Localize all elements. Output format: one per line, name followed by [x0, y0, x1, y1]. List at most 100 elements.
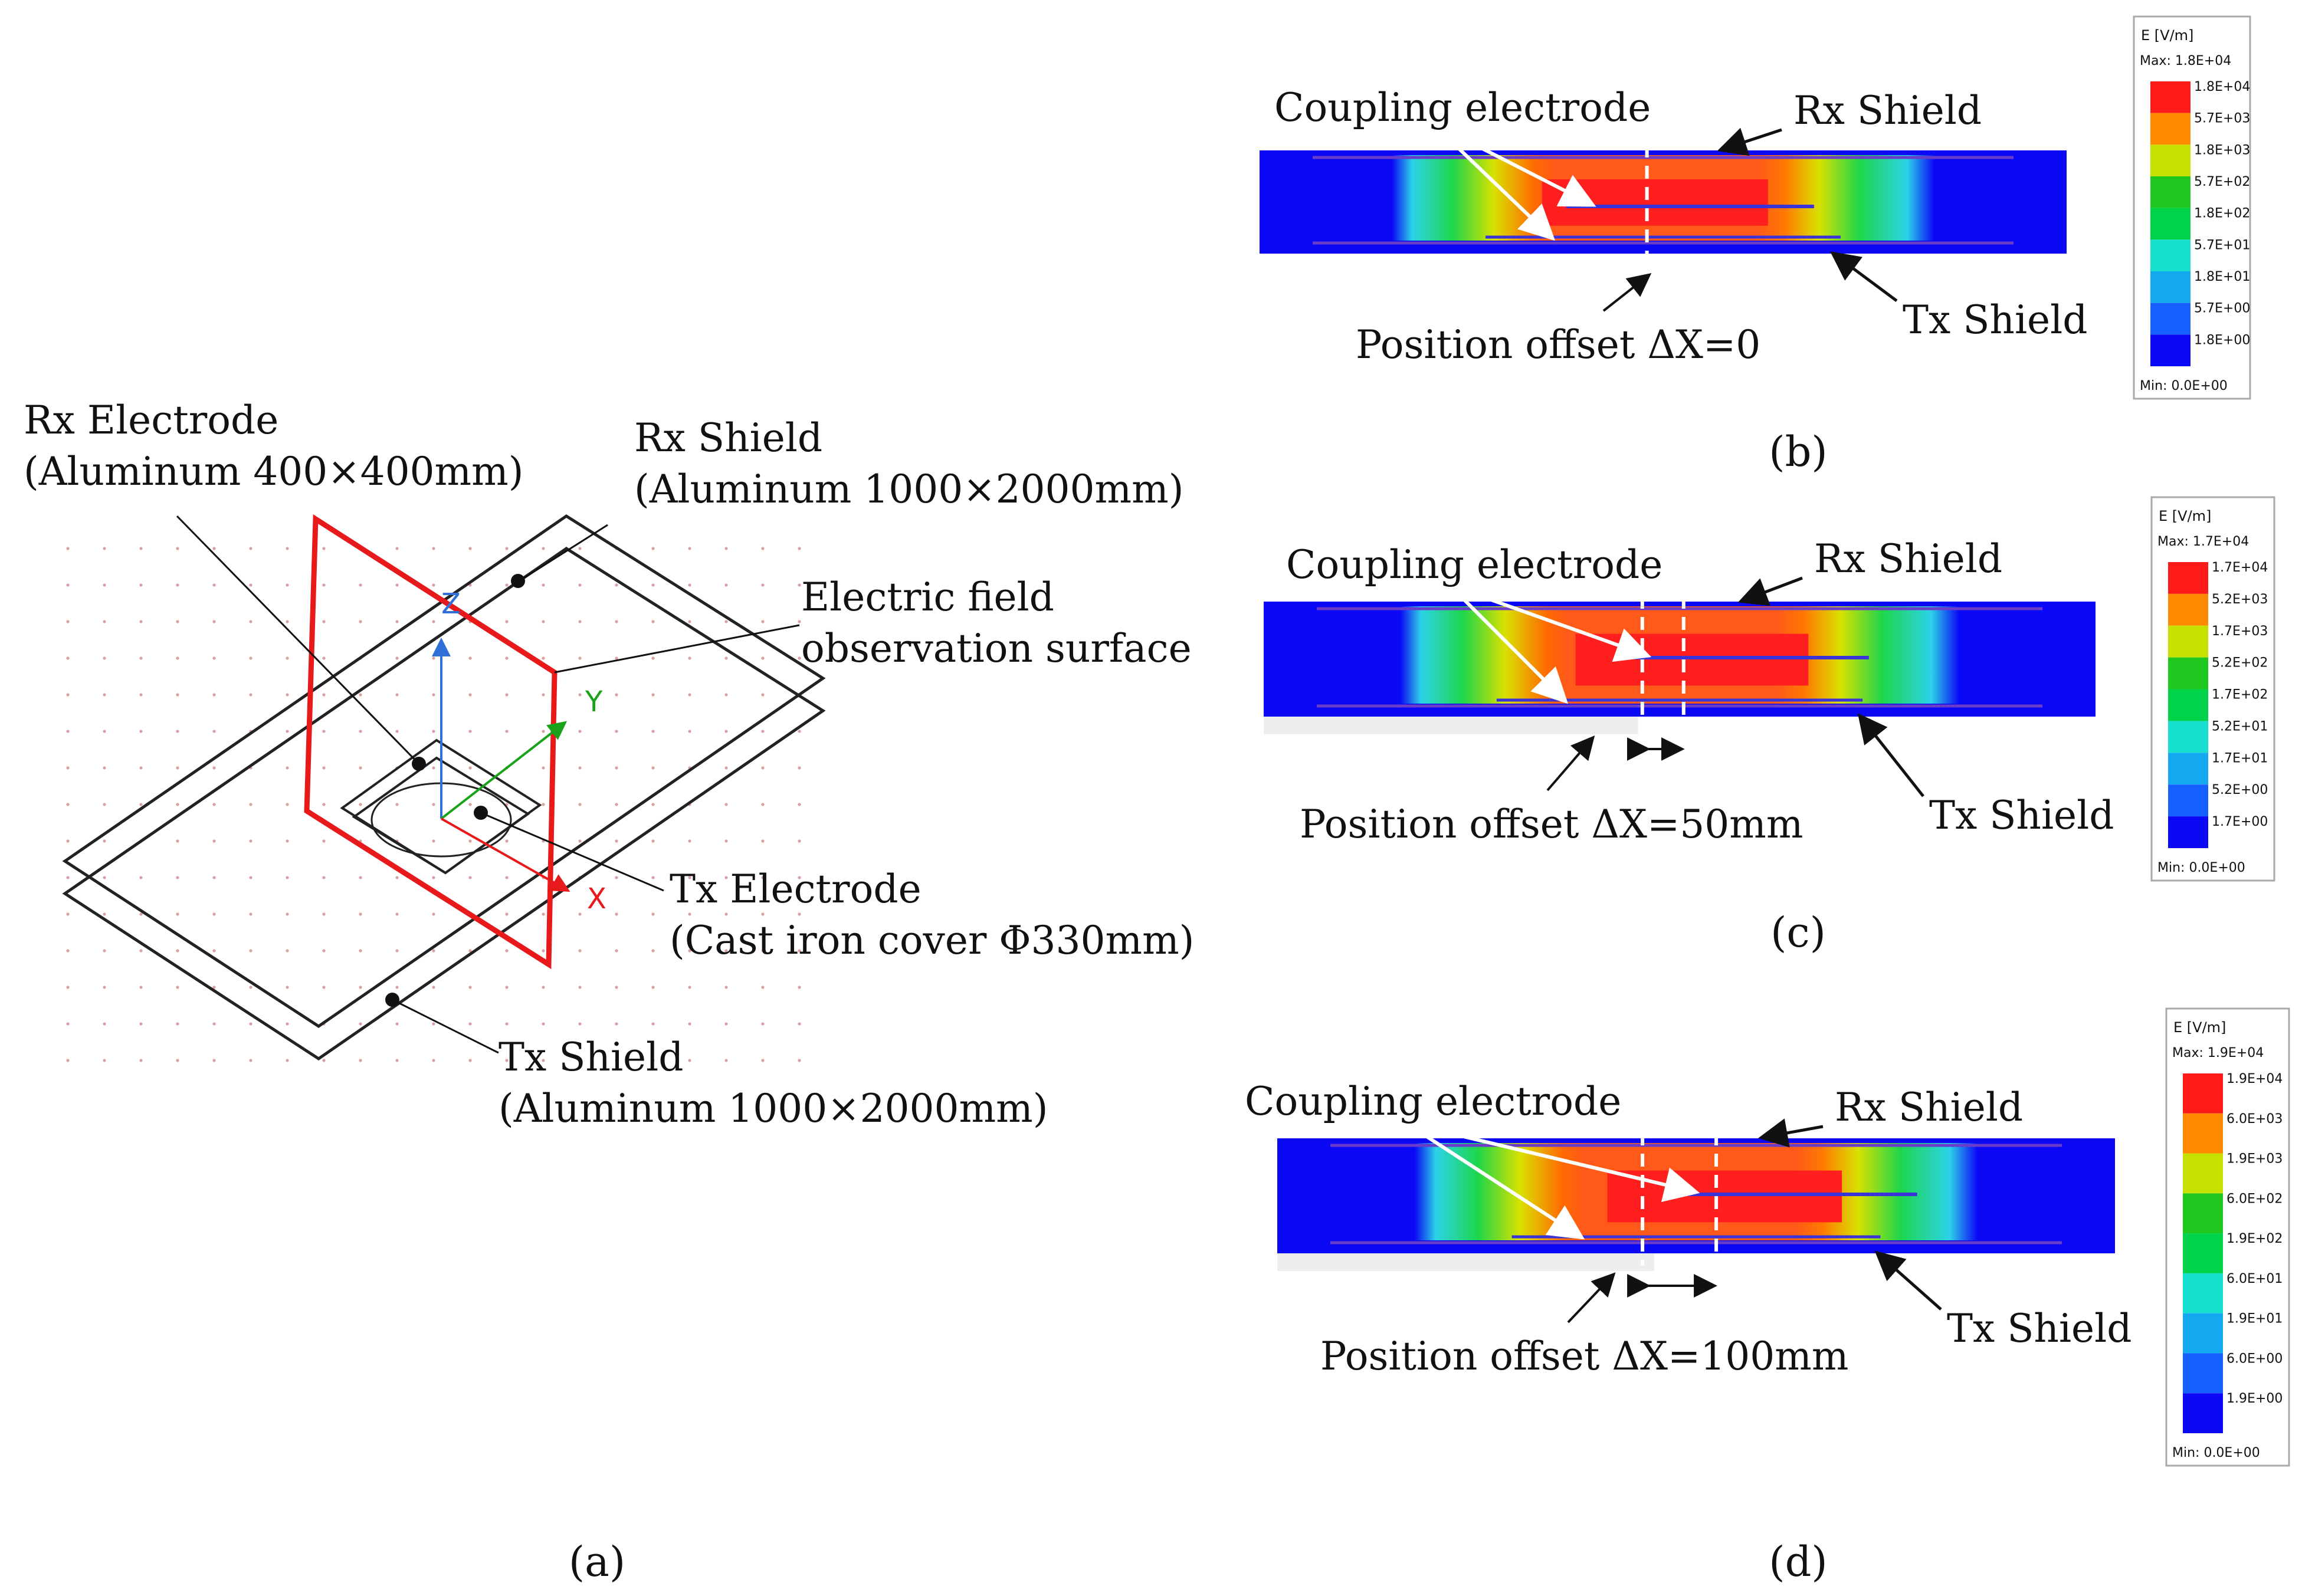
legend-value: 5.2E+00	[2212, 783, 2268, 797]
legend-max: Max: 1.8E+04	[2140, 54, 2231, 68]
tx-shield-label: Tx Shield	[1903, 297, 2087, 343]
legend-swatch	[2183, 1393, 2223, 1433]
caption-b: (b)	[1769, 428, 1827, 476]
tx-shield-label: Tx Shield	[1929, 793, 2114, 838]
legend-value: 5.7E+01	[2194, 238, 2250, 252]
legend-value: 1.8E+03	[2194, 143, 2250, 157]
legend-swatch	[2168, 816, 2208, 848]
legend-swatch	[2183, 1113, 2223, 1154]
legend-swatch	[2168, 593, 2208, 626]
rx-shield-label: Rx Shield	[1793, 88, 1982, 133]
legend-swatch	[2183, 1153, 2223, 1194]
legend-title: E [V/m]	[2173, 1019, 2226, 1036]
legend-swatch	[2168, 721, 2208, 753]
background-dot-grid	[66, 547, 801, 1062]
axis-x-label: X	[587, 882, 606, 915]
legend-swatch	[2150, 334, 2190, 366]
legend-max: Max: 1.9E+04	[2172, 1046, 2264, 1060]
caption-c: (c)	[1770, 908, 1826, 957]
panel-a-leaders	[176, 515, 800, 1054]
offset-leader-arrow	[1602, 273, 1652, 312]
field-hot-core	[1542, 179, 1768, 226]
field-bottom-strip	[1260, 243, 2067, 254]
rx-electrode-label: Rx Electrode (Aluminum 400×400mm)	[24, 398, 523, 494]
axis-y-arrow	[440, 721, 568, 820]
legend-swatch	[2150, 303, 2190, 335]
legend-value: 1.9E+03	[2226, 1152, 2283, 1167]
legend-swatch	[2168, 657, 2208, 689]
legend-swatch	[2150, 271, 2190, 303]
legend-value: 5.7E+02	[2194, 175, 2250, 189]
rx-shield-sheet	[62, 514, 826, 1029]
legend-min: Min: 0.0E+00	[2157, 861, 2245, 875]
legend-value: 5.2E+03	[2212, 592, 2268, 607]
legend-swatch	[2150, 145, 2190, 176]
caption-d: (d)	[1769, 1538, 1827, 1586]
coupling-arrow-rx	[1462, 588, 1652, 662]
panel-a-3d-model: Z Y X Rx Electrode (Aluminum 400×400mm) …	[24, 398, 1194, 1586]
rx-shield-label: Rx Shield	[1835, 1085, 2023, 1130]
offset-leader-arrow	[1567, 1272, 1616, 1324]
legend-title: E [V/m]	[2159, 508, 2211, 524]
legend-max: Max: 1.7E+04	[2157, 534, 2249, 549]
legend-value: 6.0E+03	[2226, 1112, 2283, 1127]
legend-swatch	[2150, 81, 2190, 113]
legend-swatch	[2183, 1313, 2223, 1354]
rx-electrode-marker	[412, 757, 426, 771]
legend-swatch	[2168, 689, 2208, 721]
coupling-arrow-rx	[1450, 131, 1596, 207]
tx-shield-arrow	[1857, 713, 1924, 797]
legend-value: 1.7E+04	[2212, 560, 2268, 575]
legend-swatch	[2168, 753, 2208, 785]
legend-swatch	[2150, 208, 2190, 240]
rx-shield-arrow	[1737, 576, 1803, 606]
legend-swatch	[2168, 784, 2208, 817]
coupling-arrow-tx	[1444, 134, 1556, 241]
field-bottom-strip	[1277, 1243, 2115, 1253]
tx-shield-sheet	[62, 547, 826, 1061]
legend-value: 1.7E+01	[2212, 751, 2268, 766]
legend-swatch	[2168, 625, 2208, 658]
coupling-arrow-tx	[1455, 591, 1569, 704]
observation-surface	[304, 514, 558, 970]
legend-value: 1.8E+04	[2194, 80, 2250, 94]
legend-value: 5.7E+03	[2194, 111, 2250, 126]
legend-swatch	[2183, 1193, 2223, 1234]
coupling-electrode-label: Coupling electrode	[1245, 1079, 1621, 1124]
tx-shield-arrow	[1829, 251, 1898, 303]
rx-shield-label: Rx Shield	[1814, 536, 2002, 582]
position-offset-label: Position offset ΔX=0	[1356, 322, 1760, 367]
coupling-electrode-label: Coupling electrode	[1274, 85, 1651, 130]
legend-value: 1.9E+00	[2226, 1391, 2283, 1406]
observation-surface-label: Electric field observation surface	[801, 574, 1192, 671]
legend-value: 1.9E+04	[2226, 1072, 2283, 1086]
axis-y-label: Y	[585, 685, 603, 718]
field-underlay	[1277, 1253, 1654, 1271]
axis-x-arrow	[441, 817, 570, 892]
legend-swatch	[2183, 1233, 2223, 1273]
color-legend: E [V/m] Max: 1.9E+04 1.9E+04 6.0E+03 1.9E+03…	[2165, 1007, 2290, 1467]
legend-value: 6.0E+02	[2226, 1191, 2283, 1206]
coupling-arrow-tx	[1415, 1128, 1585, 1240]
legend-swatch	[2150, 176, 2190, 208]
legend-min: Min: 0.0E+00	[2172, 1446, 2260, 1460]
color-legend: E [V/m] Max: 1.7E+04 1.7E+04 5.2E+03 1.7E+03…	[2150, 496, 2275, 882]
tx-shield-label: Tx Shield (Aluminum 1000×2000mm)	[499, 1035, 1048, 1131]
field-panel-1: Coupling electrode Rx Shield Tx ShieldPosi…	[1260, 15, 2251, 476]
legend-value: 1.7E+03	[2212, 624, 2268, 639]
offset-leader-arrow	[1546, 735, 1595, 792]
coupling-arrow-rx	[1421, 1125, 1700, 1203]
legend-value: 5.2E+02	[2212, 656, 2268, 671]
legend-value: 1.8E+02	[2194, 206, 2250, 221]
field-underlay	[1264, 717, 1638, 734]
tx-electrode-label: Tx Electrode (Cast iron cover Φ330mm)	[670, 866, 1194, 963]
legend-swatch	[2183, 1353, 2223, 1394]
legend-value: 5.2E+01	[2212, 719, 2268, 734]
legend-value: 6.0E+01	[2226, 1272, 2283, 1286]
legend-swatch	[2183, 1273, 2223, 1313]
legend-value: 1.7E+00	[2212, 815, 2268, 829]
tx-shield-arrow	[1874, 1250, 1942, 1311]
